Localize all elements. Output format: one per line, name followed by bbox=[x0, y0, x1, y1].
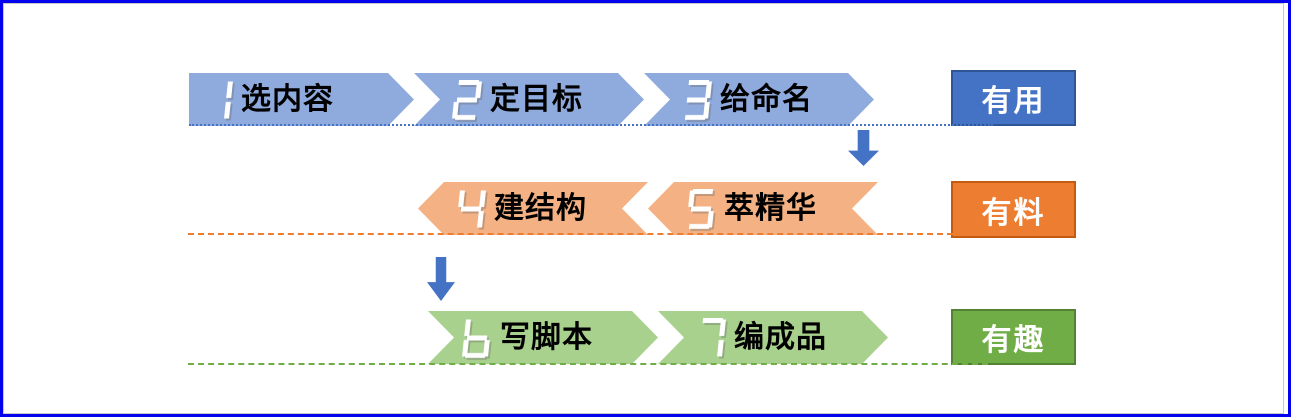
chevron-shape bbox=[189, 73, 414, 126]
step-label: 编成品 bbox=[734, 320, 827, 354]
step-arrow-3: 给命名 bbox=[644, 73, 874, 126]
down-arrow-icon bbox=[848, 130, 879, 166]
chevron-shape bbox=[648, 182, 878, 235]
step-label: 定目标 bbox=[490, 82, 583, 116]
row-divider-line-3 bbox=[188, 363, 988, 365]
chevron-shape bbox=[418, 182, 648, 235]
row-divider-line-1 bbox=[189, 124, 993, 126]
step-label: 建结构 bbox=[494, 191, 587, 225]
step-arrow-2: 定目标 bbox=[414, 73, 644, 126]
badge-interesting: 有趣 bbox=[951, 309, 1076, 365]
badge-label: 有料 bbox=[981, 196, 1046, 230]
step-label: 萃精华 bbox=[724, 191, 817, 225]
step-number bbox=[452, 79, 482, 120]
down-arrow-connector-2 bbox=[427, 257, 455, 301]
chevron-shape bbox=[658, 311, 888, 364]
step-arrow-6: 写脚本 bbox=[428, 311, 658, 364]
step-number bbox=[456, 189, 486, 229]
badge-label: 有用 bbox=[981, 85, 1046, 118]
chevron-shape bbox=[644, 73, 874, 126]
step-arrow-5: 萃精华 bbox=[648, 182, 878, 235]
down-arrow-icon bbox=[427, 257, 455, 301]
down-arrow-connector-1 bbox=[848, 130, 879, 166]
step-label: 给命名 bbox=[720, 82, 813, 116]
step-arrow-7: 编成品 bbox=[658, 311, 888, 364]
step-label: 选内容 bbox=[241, 82, 334, 116]
step-label: 写脚本 bbox=[500, 320, 593, 354]
step-arrow-4: 建结构 bbox=[418, 182, 648, 235]
chevron-shape bbox=[414, 73, 644, 126]
step-number bbox=[203, 80, 233, 120]
step-arrow-1: 选内容 bbox=[189, 73, 414, 126]
step-number bbox=[696, 317, 726, 358]
step-number bbox=[686, 188, 716, 229]
row-divider-line-2 bbox=[188, 233, 993, 235]
step-number bbox=[462, 318, 492, 358]
badge-label: 有趣 bbox=[981, 324, 1046, 357]
step-number bbox=[682, 79, 712, 120]
badge-useful: 有用 bbox=[951, 70, 1076, 126]
badge-informative: 有料 bbox=[951, 181, 1076, 238]
